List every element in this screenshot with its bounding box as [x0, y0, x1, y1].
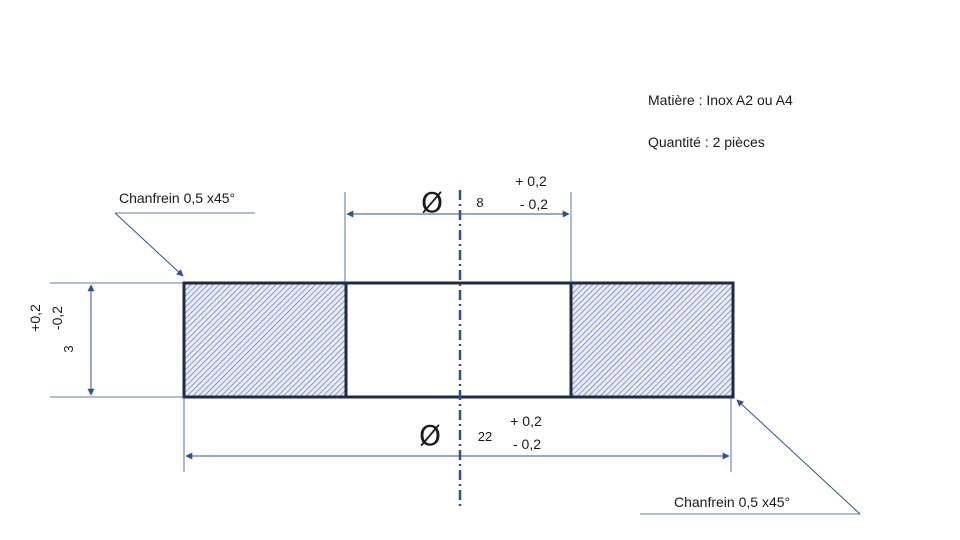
right-hatched-section	[571, 283, 733, 397]
outer-diameter-symbol: Ø	[419, 419, 441, 452]
thickness-tol-minus: -0,2	[49, 306, 65, 330]
part-outline	[182, 281, 735, 399]
outer-diameter-value: 22	[478, 429, 492, 444]
quantity-note: Quantité : 2 pièces	[648, 134, 765, 150]
inner-diameter-tol-minus: - 0,2	[520, 196, 548, 212]
material-note: Matière : Inox A2 ou A4	[648, 92, 793, 108]
outer-diameter-tol-plus: + 0,2	[510, 413, 542, 429]
chamfer-leader-bottom-right	[736, 399, 861, 515]
chamfer-label-bottom-right: Chanfrein 0,5 x45°	[674, 494, 791, 510]
left-hatched-section	[184, 283, 346, 397]
inner-diameter-symbol: Ø	[421, 186, 443, 219]
outer-diameter-tol-minus: - 0,2	[513, 436, 541, 452]
chamfer-label-top-left: Chanfrein 0,5 x45°	[119, 190, 236, 206]
inner-diameter-value: 8	[476, 195, 483, 210]
inner-diameter-tol-plus: + 0,2	[515, 173, 547, 189]
thickness-value: 3	[61, 345, 76, 352]
chamfer-leader-top-left	[114, 212, 184, 277]
thickness-tol-plus: +0,2	[27, 304, 43, 332]
